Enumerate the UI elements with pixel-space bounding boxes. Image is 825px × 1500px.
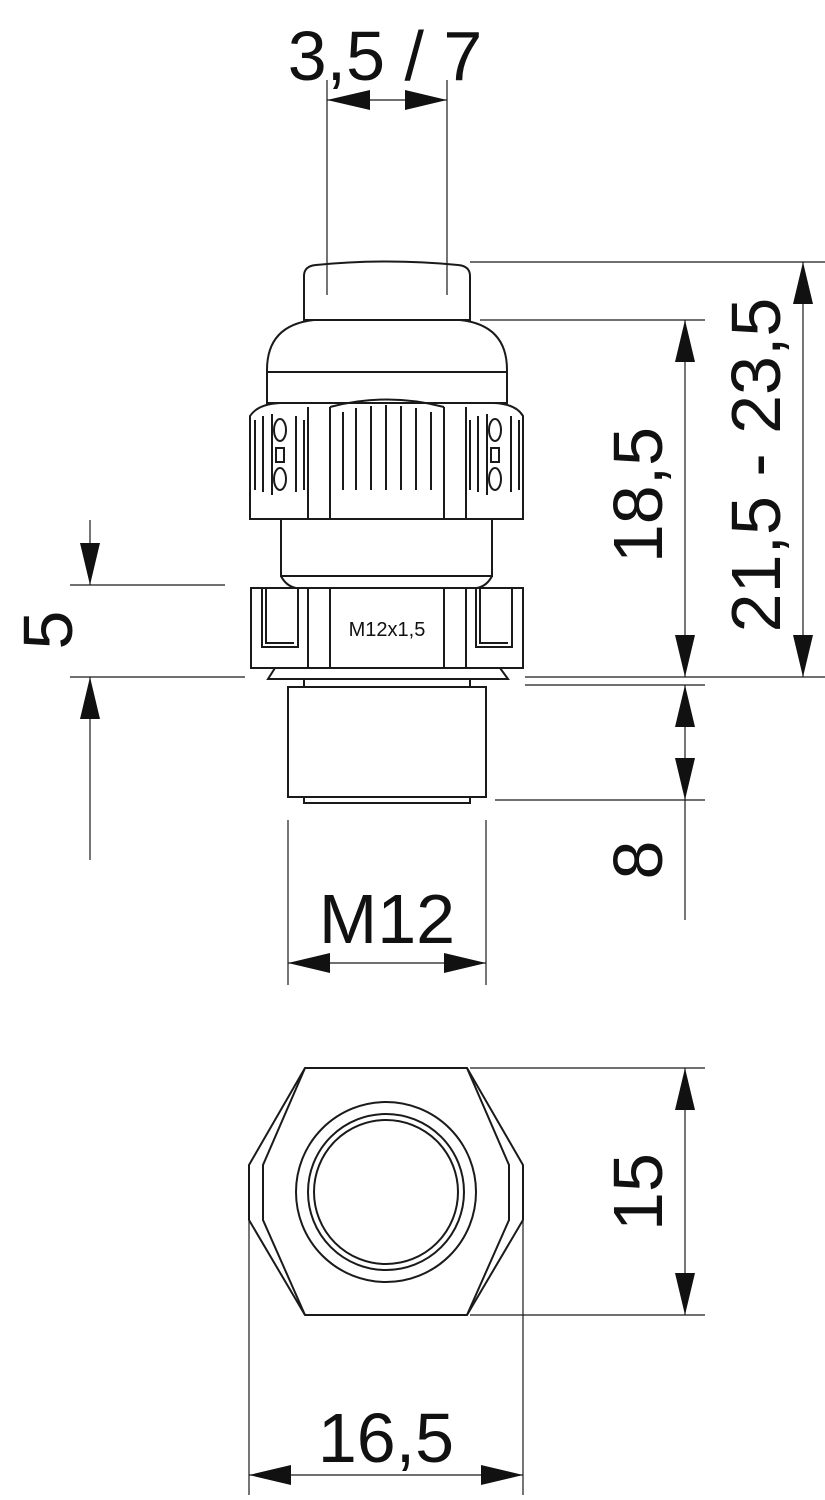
side-view: M12x1,5 [249, 260, 524, 804]
dim-height-body: 18,5 [599, 427, 677, 563]
dimension-labels: 3,5 / 7 18,5 21,5 - 23,5 8 5 M12 15 16,5 [9, 17, 795, 1477]
dim-thread-length: 8 [599, 841, 677, 880]
thread-marking-label: M12x1,5 [349, 619, 426, 641]
dim-across-corners: 16,5 [318, 1399, 454, 1477]
dimension-lines [70, 80, 825, 1495]
logo-right [486, 414, 502, 495]
top-view [248, 1067, 524, 1316]
dim-across-flats: 15 [599, 1153, 677, 1231]
flange [266, 667, 510, 680]
seal-opening [313, 1119, 459, 1265]
dim-lower-height: 5 [9, 611, 87, 650]
neck [280, 518, 493, 577]
logo-left [271, 414, 287, 495]
dome [266, 319, 508, 404]
nut-ribs [254, 405, 520, 492]
dim-thread-size: M12 [319, 880, 455, 958]
dim-seal-range: 3,5 / 7 [288, 17, 483, 95]
outer-ring [295, 1101, 477, 1283]
thread [287, 686, 487, 798]
dim-height-total: 21,5 - 23,5 [717, 298, 795, 633]
gland-body [250, 587, 524, 669]
seal-cap [303, 260, 471, 321]
hex-outline [248, 1067, 524, 1316]
